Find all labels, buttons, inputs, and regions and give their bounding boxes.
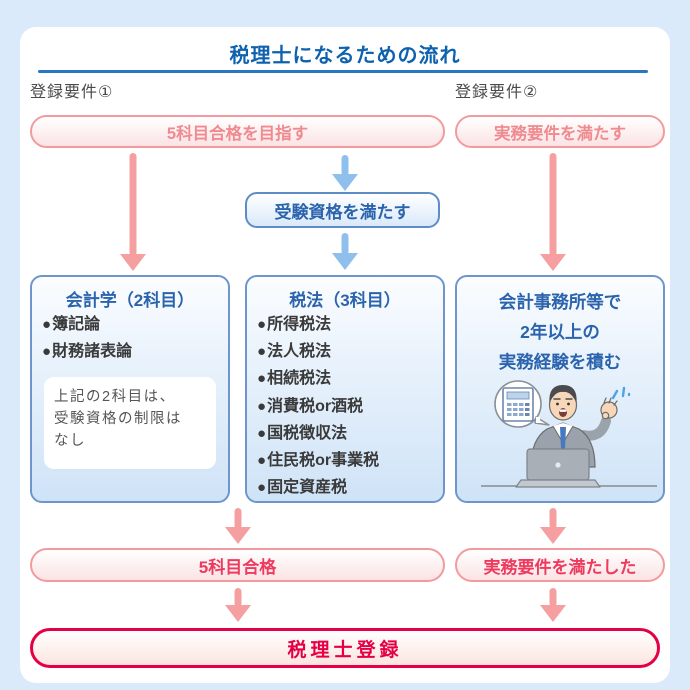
- arrow-aim-to-qualification: [332, 155, 358, 191]
- experience-box: 会計事務所等で 2年以上の 実務経験を積む: [455, 275, 665, 503]
- arrow-qualification-to-taxlaw: [332, 233, 358, 270]
- list-item: 固定資産税: [257, 474, 379, 501]
- arrow-practicaldone-to-register: [540, 588, 566, 622]
- list-item: 住民税or事業税: [257, 447, 379, 474]
- laptop: [515, 448, 601, 488]
- page-title: 税理士になるための流れ: [229, 45, 461, 67]
- aim-box: 5科目合格を目指す: [30, 115, 445, 148]
- list-item: 国税徴収法: [257, 420, 379, 447]
- list-item: 財務諸表論: [42, 338, 132, 365]
- list-item: 消費税or酒税: [257, 393, 379, 420]
- tax-law-subject-list: 所得税法 法人税法 相続税法 消費税or酒税 国税徴収法 住民税or事業税 固定…: [257, 311, 379, 501]
- arrow-subjects-to-passed: [225, 508, 251, 544]
- passed-box: 5科目合格: [30, 548, 445, 582]
- qualification-box: 受験資格を満たす: [245, 192, 440, 228]
- practical-done-box: 実務要件を満たした: [455, 548, 665, 582]
- arrow-passed-to-register: [225, 588, 251, 622]
- experience-text: 会計事務所等で 2年以上の 実務経験を積む: [498, 292, 622, 372]
- register-box: 税理士登録: [30, 628, 660, 668]
- tax-law-title: 税法（3科目）: [289, 291, 401, 310]
- requirement-label-1: 登録要件①: [30, 84, 114, 101]
- accounting-box: 会計学（2科目） 簿記論 財務諸表論 上記の2科目は、 受験資格の制限は なし: [30, 275, 230, 503]
- arrow-aim-to-accounting: [120, 153, 146, 271]
- arrow-experience-to-practicaldone: [540, 508, 566, 544]
- note-box: 上記の2科目は、 受験資格の制限は なし: [44, 377, 216, 469]
- list-item: 所得税法: [257, 311, 379, 338]
- accounting-title: 会計学（2科目）: [65, 291, 195, 310]
- calculator-icon: [502, 387, 534, 422]
- accounting-subject-list: 簿記論 財務諸表論: [42, 311, 132, 365]
- tax-law-box: 税法（3科目） 所得税法 法人税法 相続税法 消費税or酒税 国税徴収法 住民税…: [245, 275, 445, 503]
- sparkles: [611, 386, 631, 400]
- list-item: 法人税法: [257, 338, 379, 365]
- practical-requirement-box: 実務要件を満たす: [455, 115, 665, 148]
- title-underline: [38, 70, 648, 73]
- worker-illustration: [481, 380, 657, 488]
- list-item: 簿記論: [42, 311, 132, 338]
- arrow-practical-to-experience: [540, 153, 566, 271]
- requirement-label-2: 登録要件②: [455, 84, 539, 101]
- list-item: 相続税法: [257, 365, 379, 392]
- flowchart-card: 税理士になるための流れ 登録要件① 登録要件② 5科目合格を目指す 実務要件を満…: [20, 27, 670, 683]
- ok-hand: [600, 397, 618, 420]
